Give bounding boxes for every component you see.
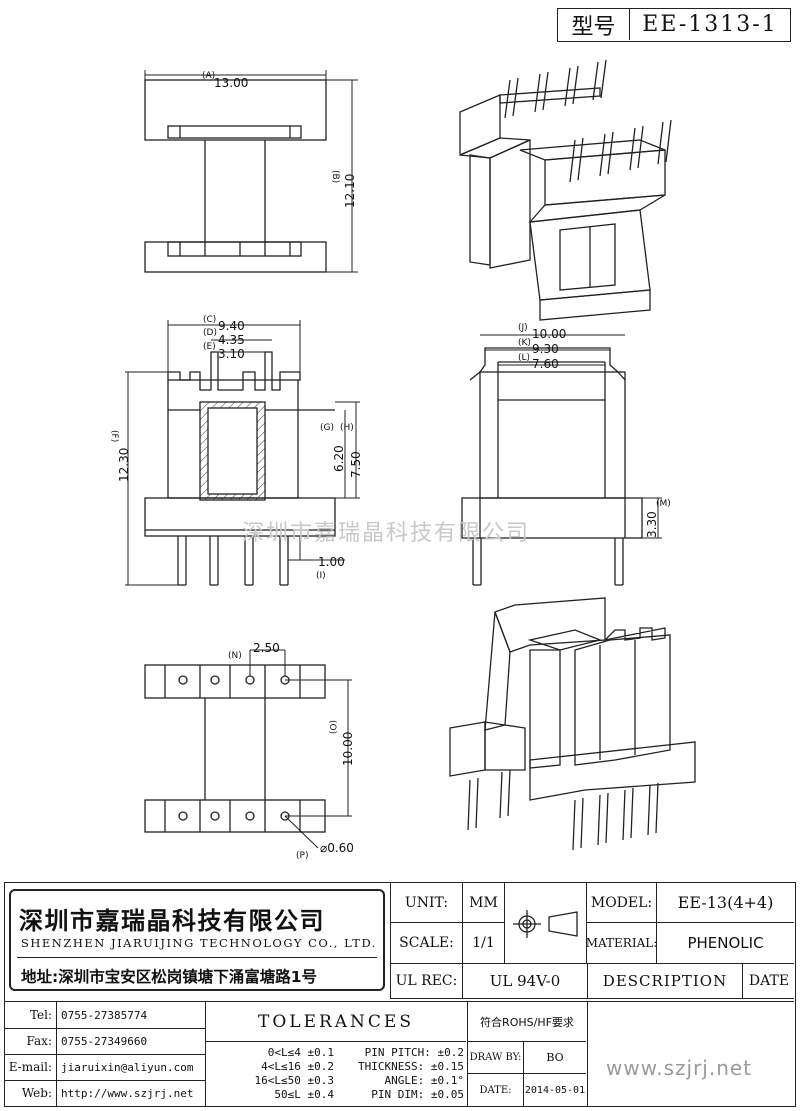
contact-row: E-mail: jiaruixin@aliyun.com — [5, 1054, 205, 1081]
drawby-value: BO — [524, 1042, 586, 1074]
dim-a-value: 13.00 — [214, 76, 248, 90]
dim-o-tag: (O) — [327, 720, 337, 734]
ulrec-value: UL 94V-0 — [463, 964, 588, 998]
dim-f-value: 12.30 — [117, 448, 131, 482]
model-header-label: 型号 — [558, 9, 630, 40]
isometric-view-bottom — [449, 597, 696, 851]
tolerance-line: 50≤L ±0.4 — [274, 1088, 334, 1101]
rohs-note: 符合ROHS/HF要求 — [468, 1002, 586, 1042]
model-value: EE-13(4+4) — [657, 883, 794, 923]
company-divider — [17, 957, 377, 958]
tel-label: Tel: — [5, 1002, 57, 1028]
approval-block: 符合ROHS/HF要求 DRAW BY: BO DATE: 2014-05-01 — [467, 1001, 587, 1106]
dim-e-value: 3.10 — [218, 347, 245, 361]
front-view — [125, 320, 360, 586]
contact-row: Web: http://www.szjrj.net — [5, 1080, 205, 1106]
dim-j-tag: (J) — [518, 323, 528, 333]
title-block: 深圳市嘉瑞晶科技有限公司 SHENZHEN JIARUIJING TECHNOL… — [4, 882, 796, 1107]
dim-i-tag: (I) — [316, 571, 326, 581]
dim-p-value: ⌀0.60 — [320, 841, 354, 855]
dim-i-value: 1.00 — [318, 555, 345, 569]
tolerances-label: TOLERANCES — [206, 1002, 466, 1042]
tolerance-line: 16<L≤50 ±0.3 — [254, 1074, 334, 1087]
bottom-view — [144, 649, 352, 849]
company-block: 深圳市嘉瑞晶科技有限公司 SHENZHEN JIARUIJING TECHNOL… — [9, 889, 385, 991]
spec-line: ANGLE: ±0.1° — [384, 1074, 464, 1087]
description-label: DESCRIPTION — [588, 964, 743, 998]
dim-d-tag: (D) — [203, 328, 217, 338]
dim-o-value: 10.00 — [341, 732, 355, 766]
website-big: www.szjrj.net — [606, 1056, 753, 1080]
tolerances-block: TOLERANCES 0<L≤4 ±0.1 4<L≤16 ±0.2 16<L≤5… — [205, 1001, 467, 1106]
tel-value: 0755-27385774 — [61, 1008, 148, 1022]
material-value: PHENOLIC — [687, 934, 764, 952]
spec-line: PIN PITCH: ±0.2 — [364, 1046, 464, 1059]
dim-c-value: 9.40 — [218, 319, 245, 333]
dim-e-tag: (E) — [203, 342, 216, 352]
contact-row: Tel: 0755-27385774 — [5, 1002, 205, 1029]
web-label: Web: — [5, 1080, 57, 1106]
fax-value: 0755-27349660 — [61, 1034, 148, 1048]
company-address: 地址:深圳市宝安区松岗镇塘下涌富塘路1号 — [21, 968, 317, 986]
top-view — [144, 70, 358, 273]
date-label: DATE — [748, 973, 790, 989]
material-label: MATERIAL: — [586, 923, 657, 963]
dim-h-tag: (H) — [340, 423, 354, 433]
unit-label: UNIT: — [391, 883, 463, 923]
spec-line: PIN DIM: ±0.05 — [371, 1088, 464, 1101]
dim-n-tag: (N) — [228, 651, 242, 661]
dim-g-value: 6.20 — [332, 445, 346, 472]
website-block: www.szjrj.net — [587, 1001, 794, 1106]
drawby-label: DRAW BY: — [468, 1042, 524, 1074]
tolerance-line: 4<L≤16 ±0.2 — [261, 1060, 334, 1073]
dim-m-value: 3.30 — [645, 511, 659, 538]
dim-f-tag: (F) — [109, 430, 119, 442]
side-view — [461, 334, 662, 586]
model-label: MODEL: — [587, 883, 657, 923]
watermark-text: 深圳市嘉瑞晶科技有限公司 — [242, 521, 530, 546]
model-material-grid: MODEL: EE-13(4+4) MATERIAL: PHENOLIC — [586, 883, 797, 963]
dim-d-value: 4.35 — [218, 333, 245, 347]
dim-p-tag: (P) — [296, 851, 308, 861]
scale-label: SCALE: — [391, 923, 463, 963]
email-value: jiaruixin@aliyun.com — [61, 1060, 194, 1074]
web-value: http://www.szjrj.net — [61, 1086, 194, 1100]
scale-value: 1/1 — [463, 923, 505, 963]
dim-h-value: 7.50 — [349, 451, 363, 478]
fax-label: Fax: — [5, 1028, 57, 1054]
unit-scale-grid: UNIT: MM SCALE: 1/1 — [390, 883, 587, 963]
contact-row: Fax: 0755-27349660 — [5, 1028, 205, 1055]
company-name-en: SHENZHEN JIARUIJING TECHNOLOGY CO., LTD. — [21, 936, 377, 950]
isometric-view-top — [459, 59, 672, 321]
dim-n-value: 2.50 — [253, 641, 280, 655]
dim-k-value: 9.30 — [532, 342, 559, 356]
projection-symbol-icon — [513, 910, 578, 938]
dim-l-value: 7.60 — [532, 357, 559, 371]
dim-a-tag: (A) — [202, 71, 215, 81]
dim-k-tag: (K) — [518, 338, 531, 348]
ulrec-label: UL REC: — [391, 964, 463, 998]
dim-l-tag: (L) — [518, 353, 530, 363]
tolerance-line: 0<L≤4 ±0.1 — [267, 1046, 334, 1059]
model-header-value: EE-1313-1 — [642, 12, 778, 37]
technical-drawing: (A) 13.00 (B) 12.10 (C) 9.40 (D) 4.35 (E… — [109, 59, 696, 861]
date2-label: DATE: — [468, 1074, 524, 1106]
date2-value: 2014-05-01 — [524, 1084, 586, 1096]
ul-desc-row: UL REC: UL 94V-0 DESCRIPTION DATE — [390, 963, 794, 999]
dim-g-tag: (G) — [320, 423, 334, 433]
model-header: 型号 EE-1313-1 — [557, 8, 791, 42]
dim-c-tag: (C) — [203, 315, 216, 325]
dim-j-value: 10.00 — [532, 327, 566, 341]
dim-b-tag: (B) — [330, 170, 340, 183]
dim-m-tag: (M) — [656, 499, 671, 509]
email-label: E-mail: — [5, 1054, 57, 1080]
spec-line: THICKNESS: ±0.15 — [358, 1060, 464, 1073]
unit-value: MM — [463, 883, 505, 923]
dim-b-value: 12.10 — [343, 174, 357, 208]
contact-table: Tel: 0755-27385774 Fax: 0755-27349660 E-… — [5, 1001, 205, 1106]
company-name-cn: 深圳市嘉瑞晶科技有限公司 — [19, 907, 325, 935]
